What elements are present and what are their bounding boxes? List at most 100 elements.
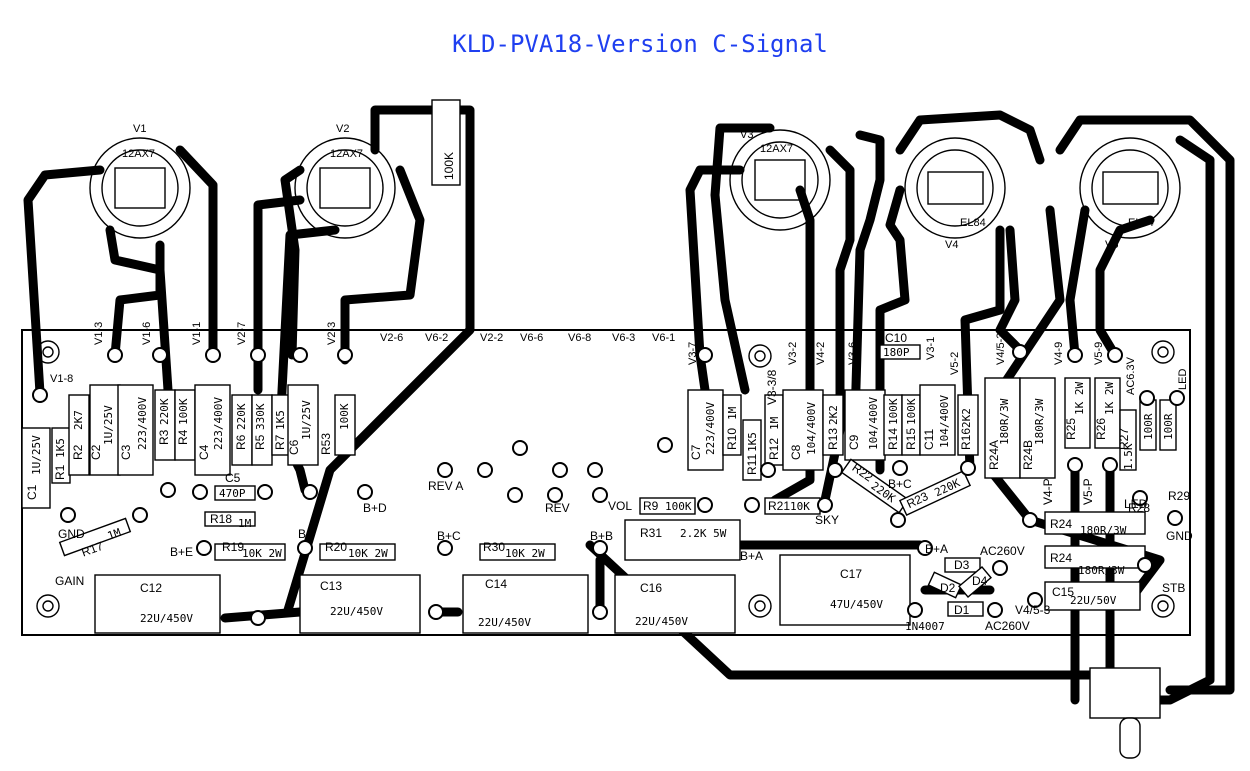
c14-value: 22U/450V	[478, 616, 531, 629]
pad-label-v2-6: V2-6	[380, 332, 403, 344]
r5-value: 330K	[254, 403, 267, 430]
pad-label-v5-2: V5-2	[949, 352, 961, 375]
cap-c2	[89, 384, 121, 476]
tube-v4-ref: V4	[945, 239, 958, 251]
tube-v1-type: 12AX7	[122, 148, 155, 160]
pad-label-v6-3: V6-3	[612, 332, 635, 344]
r13-ref: R13	[826, 428, 840, 450]
r53-ref: R53	[319, 433, 333, 455]
res-r11	[742, 419, 762, 481]
pad-label-v6-2: V6-2	[425, 332, 448, 344]
r3-value: 220K	[158, 398, 171, 425]
r10-ref: R10	[725, 428, 739, 450]
label-b-b: B+B	[590, 529, 613, 543]
r24-lower-b-ref: R24	[1050, 551, 1072, 565]
pad-label-v2-3: V2-3	[326, 322, 338, 345]
diode-d4	[958, 566, 992, 598]
res-r26	[1094, 377, 1121, 449]
tube-v2-type: 12AX7	[330, 148, 363, 160]
r11-ref: R11	[745, 454, 759, 475]
r7-value: 1K5	[274, 410, 287, 430]
pad-label-v2-8: V2-8	[281, 322, 293, 345]
pad-label-v3-2: V3-2	[787, 342, 799, 365]
r24a-ref: R24A	[987, 440, 1001, 470]
c1-ref: C1	[25, 484, 39, 500]
c15-ref: C15	[1052, 585, 1074, 599]
cap-c13	[299, 574, 421, 634]
res-100k-v2	[431, 99, 461, 186]
pad-label-v1-1: V1-1	[191, 322, 203, 345]
r26-ref: R26	[1094, 418, 1108, 440]
label-v3-3-8: V3-3/8	[765, 369, 779, 405]
r29-value: 100R	[1162, 413, 1175, 440]
cap-c17	[779, 554, 911, 626]
r1-ref: R1	[53, 464, 67, 480]
label-sky: SKY	[815, 513, 839, 527]
c3-ref: C3	[119, 444, 133, 460]
r29-ref: R29	[1168, 489, 1190, 503]
d2-ref: D2	[940, 581, 956, 595]
switch-lever	[1119, 717, 1141, 759]
c12-value: 22U/450V	[140, 612, 193, 625]
switch-body	[1089, 667, 1161, 719]
r28-ref: R28	[1128, 501, 1150, 515]
c11-ref: C11	[922, 429, 936, 450]
r24-lower-a-ref: R24	[1050, 517, 1072, 531]
c13-value: 22U/450V	[330, 605, 383, 618]
r26-value: 1K 2W	[1103, 382, 1116, 415]
res-r13	[822, 394, 844, 456]
c9-value: 104/400V	[867, 397, 880, 450]
r16-ref: R16	[959, 428, 973, 450]
r4-value: 100K	[177, 398, 190, 425]
label-stb: STB	[1162, 581, 1185, 595]
r25-ref: R25	[1064, 418, 1078, 440]
r7-ref: R7	[273, 434, 287, 450]
c10-ref: C10	[885, 331, 907, 345]
diode-d3	[944, 557, 981, 573]
c13-ref: C13	[320, 579, 342, 593]
c16-value: 22U/450V	[635, 615, 688, 628]
component-bodies	[21, 99, 1177, 759]
c8-ref: C8	[789, 444, 803, 460]
r17-value: 1M	[106, 526, 123, 543]
cap-c7	[687, 389, 724, 471]
c11-value: 104/400V	[938, 395, 951, 448]
res-r53	[334, 394, 356, 456]
r24b-ref: R24B	[1021, 440, 1035, 470]
r14-ref: R14	[886, 428, 900, 450]
r27-value: 1.5K	[1122, 443, 1135, 470]
c4-value: 223/400V	[212, 397, 225, 450]
pad-label-v2-7: V2-7	[236, 322, 248, 345]
tube-v3	[729, 129, 831, 231]
diode-d1	[947, 601, 984, 617]
r31-value: 2.2K 5W	[680, 527, 727, 540]
res-r30	[479, 543, 556, 561]
right-component-labels: C7 223/400V R10 1M R11 1K5 R12 1M C8 104…	[643, 331, 1190, 515]
c2-ref: C2	[89, 444, 103, 460]
traces	[23, 105, 1235, 705]
r28-value: 100R	[1142, 413, 1155, 440]
pad-label-v4-2: V4-2	[815, 342, 827, 365]
c5-value: 470P	[219, 487, 246, 500]
res-r24b	[1019, 377, 1056, 479]
label-gnd: GND	[58, 527, 85, 541]
pad-label-v1-8: V1-8	[50, 373, 73, 385]
res-r24-lower-a	[1044, 511, 1146, 535]
label-vol: VOL	[608, 499, 632, 513]
pad-label-v4-5-3: V4/5-3	[995, 333, 1007, 365]
label-v5-p: V5-P	[1081, 478, 1095, 505]
tube-v4	[904, 137, 1006, 239]
cap-c4	[194, 384, 231, 476]
label-b-e: B+E	[170, 545, 193, 559]
res-r16	[957, 394, 979, 456]
cap-c6	[287, 384, 319, 466]
pad-label-v4-9: V4-9	[1053, 342, 1065, 365]
c7-ref: C7	[689, 444, 703, 460]
pad-label-v6-8: V6-8	[568, 332, 591, 344]
label-gnd-right: GND	[1166, 529, 1193, 543]
r2-ref: R2	[71, 444, 85, 460]
mounting-holes	[36, 340, 1175, 618]
pad-label-v1-3: V1-3	[93, 322, 105, 345]
d4-ref: D4	[972, 574, 988, 588]
r15-ref: R15	[904, 428, 918, 450]
